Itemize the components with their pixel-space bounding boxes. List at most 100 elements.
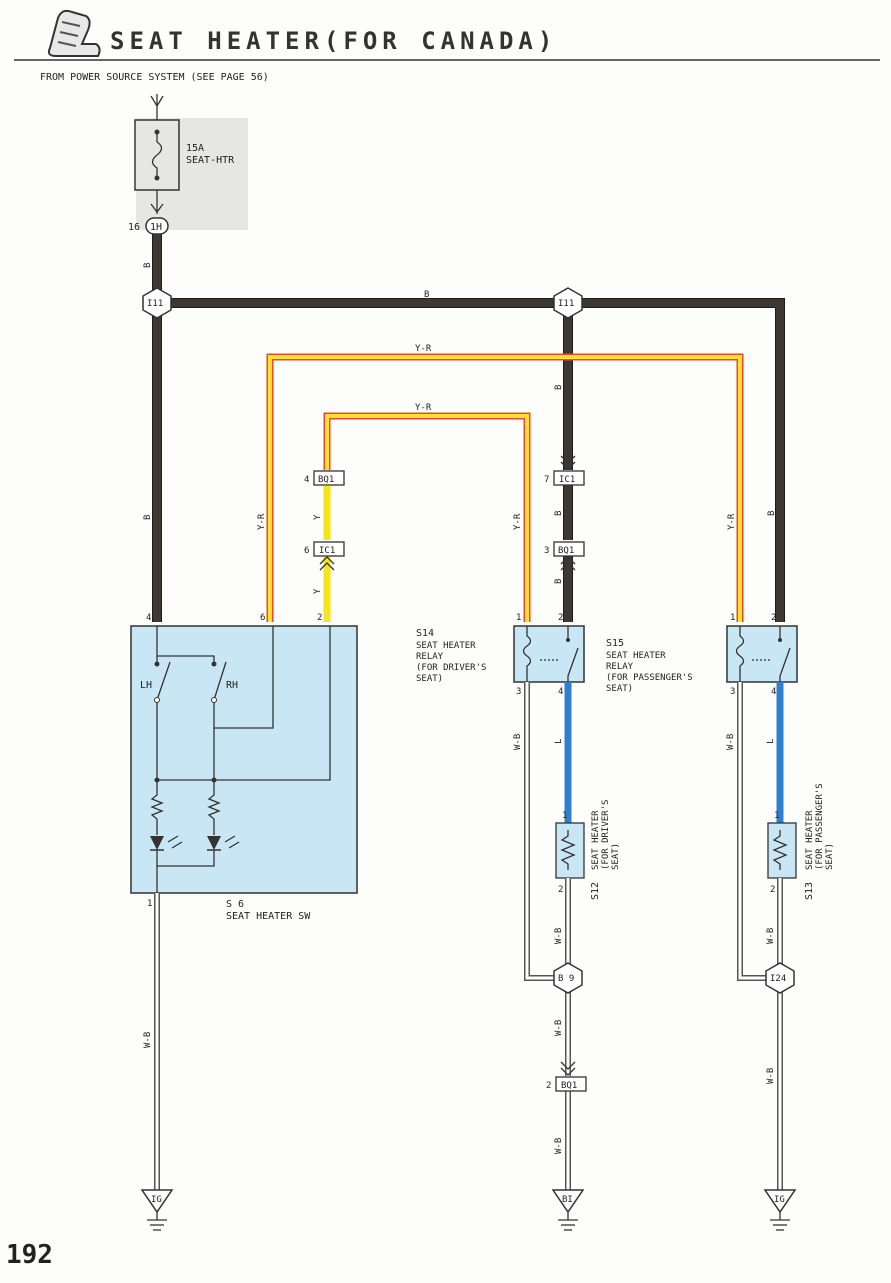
- svg-text:SEAT): SEAT): [611, 843, 621, 870]
- wire-label-yr-2: Y-R: [415, 403, 432, 413]
- svg-text:BQ1: BQ1: [318, 475, 334, 485]
- relay-passenger-pin-1: 1: [730, 613, 735, 623]
- relay-passenger-pin-4: 4: [771, 687, 776, 697]
- page-number: 192: [6, 1240, 53, 1270]
- switch-pin-6: 6: [260, 613, 265, 623]
- junction-i11-left: I11: [142, 287, 172, 319]
- svg-text:(FOR DRIVER'S: (FOR DRIVER'S: [601, 800, 611, 870]
- seat-icon: [47, 9, 101, 57]
- wire-label-yr-3: Y-R: [257, 513, 267, 530]
- junction-b9: B 9: [553, 962, 583, 994]
- power-source-note: FROM POWER SOURCE SYSTEM (SEE PAGE 56): [40, 72, 269, 83]
- svg-text:BQ1: BQ1: [558, 546, 574, 556]
- wire-label-y-2: Y: [313, 588, 323, 594]
- relay-passenger-line-3: (FOR PASSENGER'S: [606, 673, 693, 683]
- fuse-shade: [136, 118, 248, 230]
- fuse-name: SEAT-HTR: [186, 155, 235, 166]
- wire-label-b-4: B: [554, 385, 564, 390]
- svg-text:IG: IG: [151, 1195, 162, 1205]
- wire-label-b-7: B: [767, 511, 777, 516]
- svg-text:IG: IG: [774, 1195, 785, 1205]
- relay-driver-line-4: SEAT): [416, 674, 443, 684]
- wire-y-r-group: [266, 353, 744, 622]
- relay-passenger-pin-3: 3: [730, 687, 735, 697]
- switch-internal-circuit: [150, 626, 331, 893]
- svg-text:B 9: B 9: [558, 974, 574, 984]
- svg-text:SEAT HEATER: SEAT HEATER: [805, 810, 815, 870]
- relay-driver-pin-1: 1: [516, 613, 521, 623]
- svg-text:I11: I11: [147, 299, 163, 309]
- wire-label-b-3: B: [143, 515, 153, 520]
- heater-passenger-pin-1: 1: [774, 811, 779, 821]
- fuse-rating: 15A: [186, 143, 204, 154]
- relay-driver-pin-2: 2: [558, 613, 563, 623]
- svg-text:S12: S12: [590, 882, 601, 900]
- relay-driver-box: [513, 625, 585, 683]
- wire-label-yr-5: Y-R: [727, 513, 737, 530]
- junction-i24: I24: [765, 962, 795, 994]
- heater-passenger: [767, 822, 797, 879]
- svg-text:7: 7: [544, 475, 549, 485]
- wire-label-wb-8: W-B: [766, 1068, 776, 1084]
- wire-label-wb-2: W-B: [513, 734, 523, 750]
- relay-driver-line-3: (FOR DRIVER'S: [416, 663, 486, 673]
- page-title: SEAT HEATER(FOR CANADA): [110, 27, 557, 55]
- svg-text:4: 4: [304, 475, 309, 485]
- svg-text:I24: I24: [770, 974, 786, 984]
- wire-label-b-2: B: [424, 290, 429, 300]
- heater-driver-label: S12 SEAT HEATER (FOR DRIVER'S SEAT): [590, 800, 621, 900]
- wire-label-yr-1: Y-R: [415, 344, 432, 354]
- wire-label-wb-7: W-B: [766, 928, 776, 944]
- relay-driver-internals: [522, 626, 579, 682]
- heater-driver-pin-1: 1: [562, 811, 567, 821]
- connector-ic1-mid: IC1 7: [544, 455, 585, 486]
- svg-text:3: 3: [544, 546, 549, 556]
- heater-driver-pin-2: 2: [558, 885, 563, 895]
- connector-ic1-top: IC1 6: [304, 541, 345, 571]
- junction-i11-right: I11: [553, 287, 583, 319]
- wire-label-l-1: L: [554, 739, 564, 744]
- relay-passenger-code: S15: [606, 638, 624, 649]
- connector-bq1-top: BQ1 4: [304, 470, 345, 486]
- wire-b-group: [152, 234, 785, 622]
- heater-driver: [555, 822, 585, 879]
- relay-driver-pin-4: 4: [558, 687, 563, 697]
- relay-driver-code: S14: [416, 628, 434, 639]
- feed-arrow-icon: [150, 95, 164, 108]
- switch-lh-label: LH: [140, 680, 152, 691]
- svg-text:SEAT HEATER: SEAT HEATER: [591, 810, 601, 870]
- svg-text:2: 2: [546, 1081, 551, 1091]
- wire-label-wb-6: W-B: [726, 734, 736, 750]
- wire-label-l-2: L: [766, 739, 776, 744]
- wire-label-y-1: Y: [313, 514, 323, 520]
- switch-pin-2: 2: [317, 613, 322, 623]
- svg-text:6: 6: [304, 546, 309, 556]
- wire-label-wb-1: W-B: [143, 1032, 153, 1048]
- relay-passenger-line-2: RELAY: [606, 662, 634, 672]
- svg-text:I11: I11: [558, 299, 574, 309]
- wire-label-wb-3: W-B: [554, 928, 564, 944]
- seat-heater-switch-box: [130, 625, 358, 894]
- ground-middle-icon: BI: [551, 1189, 585, 1231]
- svg-text:BQ1: BQ1: [561, 1081, 577, 1091]
- heater-passenger-pin-2: 2: [770, 885, 775, 895]
- svg-text:IC1: IC1: [559, 475, 575, 485]
- switch-code: S 6: [226, 899, 244, 910]
- ground-left-icon: IG: [140, 1189, 174, 1231]
- relay-passenger-pin-2: 2: [771, 613, 776, 623]
- svg-text:IC1: IC1: [319, 546, 335, 556]
- wire-label-wb-4: W-B: [554, 1020, 564, 1036]
- svg-text:SEAT): SEAT): [825, 843, 835, 870]
- connector-1h-pin: 16: [128, 222, 140, 233]
- wire-label-b-1: B: [143, 263, 153, 268]
- switch-pin-1: 1: [147, 899, 152, 909]
- heater-passenger-label: S13 SEAT HEATER (FOR PASSENGER'S SEAT): [804, 783, 835, 900]
- ground-right-icon: IG: [763, 1189, 797, 1231]
- relay-driver-pin-3: 3: [516, 687, 521, 697]
- switch-pin-4: 4: [146, 613, 151, 623]
- relay-driver-line-1: SEAT HEATER: [416, 641, 476, 651]
- connector-bq1-bottom: BQ1 2: [546, 1061, 587, 1092]
- switch-rh-label: RH: [226, 680, 238, 691]
- switch-name: SEAT HEATER SW: [226, 911, 311, 922]
